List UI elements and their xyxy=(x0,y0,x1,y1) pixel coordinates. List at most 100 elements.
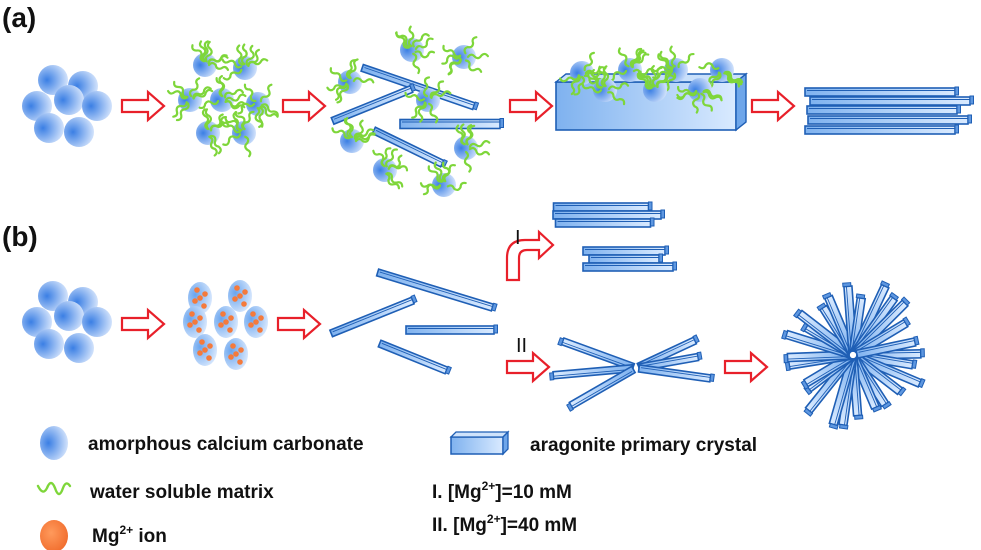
matrix-strand xyxy=(331,127,351,140)
crystal-body xyxy=(554,218,652,228)
matrix-strand xyxy=(236,44,245,66)
matrix-strand xyxy=(326,82,348,92)
matrix-strand xyxy=(207,54,229,65)
crystal-edge xyxy=(381,342,447,370)
matrix-strand xyxy=(631,49,645,69)
mg-ion-dot xyxy=(202,347,208,353)
mg-ion-dot xyxy=(196,327,202,333)
block-side xyxy=(735,72,747,132)
matrix-strand xyxy=(172,101,188,118)
matrix-strand xyxy=(353,119,364,140)
crystal-body xyxy=(588,254,660,264)
acc-particle xyxy=(38,65,68,95)
radiating-crystal xyxy=(566,365,637,412)
crystal-edge xyxy=(834,361,854,425)
stacked-crystal xyxy=(807,114,972,125)
matrix-strand xyxy=(659,50,675,69)
mg-ion-dot xyxy=(258,315,264,321)
matrix-strand xyxy=(387,164,409,172)
matrix-strand xyxy=(334,82,348,101)
matrix-strand xyxy=(329,67,348,83)
crystal-end-face xyxy=(800,379,810,390)
acc-particle xyxy=(38,281,68,311)
acc-core xyxy=(454,136,478,160)
legend-crystal-icon xyxy=(449,430,510,456)
mg-doped-particle xyxy=(193,334,217,366)
matrix-strand xyxy=(723,71,744,84)
crystal-end-face xyxy=(821,291,832,300)
mg-ion-dot xyxy=(223,319,229,325)
crystal-end-face xyxy=(842,282,852,288)
mg-ion-dot xyxy=(234,285,240,291)
matrix-strand xyxy=(573,75,586,96)
matrix-strand xyxy=(656,74,675,89)
matrix-coated-particle xyxy=(326,58,375,104)
crystal-front xyxy=(450,436,504,455)
crystal-end-face xyxy=(828,422,839,430)
matrix-strand xyxy=(414,50,436,59)
matrix-strand xyxy=(243,83,257,103)
mg-ion-dot xyxy=(242,289,248,295)
aragonite-crystal xyxy=(375,268,498,312)
matrix-coated-particle xyxy=(237,83,279,128)
matrix-strand xyxy=(468,146,491,156)
matrix-strand xyxy=(192,86,212,99)
stacked-crystal xyxy=(552,201,653,212)
matrix-coated-particle xyxy=(559,51,607,96)
crystal-edge xyxy=(857,321,906,352)
matrix-strand xyxy=(244,135,252,158)
crystal-end-face xyxy=(913,335,920,346)
acc-core xyxy=(193,53,217,77)
legend-crystal-label: aragonite primary crystal xyxy=(530,435,757,456)
matrix-strand xyxy=(260,103,279,118)
crystal-edge xyxy=(571,370,633,407)
crystal-end-face xyxy=(410,294,418,304)
crystal-body xyxy=(552,210,662,220)
crystal-edge xyxy=(845,286,852,350)
crystal-edge xyxy=(855,301,905,351)
matrix-strand xyxy=(657,53,674,70)
matrix-strand xyxy=(429,80,445,99)
matrix-coated-particle xyxy=(454,123,491,173)
legend-condition-II: II. [Mg2+]=40 mM xyxy=(432,512,577,536)
mg-ion-dot xyxy=(238,347,244,353)
aragonite-crystal xyxy=(399,118,504,130)
matrix-strand xyxy=(175,102,190,122)
matrix-strand xyxy=(597,65,606,88)
matrix-strand xyxy=(245,44,255,66)
matrix-strand xyxy=(590,68,604,89)
acc-particle xyxy=(34,113,64,143)
matrix-strand xyxy=(464,59,483,73)
stacked-crystal xyxy=(588,253,663,264)
matrix-strand xyxy=(723,72,742,86)
matrix-strand xyxy=(404,91,426,102)
path-I-label: I xyxy=(515,227,521,249)
arrow-right xyxy=(281,89,327,123)
acc-particle xyxy=(22,91,52,121)
mg-ion-dot xyxy=(192,298,198,304)
aragonite-crystal xyxy=(377,339,452,375)
acc-particle xyxy=(54,85,84,115)
acc-particle xyxy=(64,333,94,363)
mg-ion-dot xyxy=(228,354,234,360)
matrix-strand xyxy=(466,52,490,60)
crystal-end-face xyxy=(917,378,926,389)
crystal-edge xyxy=(641,367,711,378)
arrow-right-burst xyxy=(723,350,769,384)
stacked-crystal xyxy=(809,95,974,106)
matrix-strand xyxy=(637,71,654,89)
matrix-strand xyxy=(427,102,439,124)
legend-condition-I: I. [Mg2+]=10 mM xyxy=(432,479,572,503)
mg-ion-dot xyxy=(189,311,195,317)
matrix-strand xyxy=(222,133,242,146)
matrix-strand xyxy=(201,108,210,131)
mg-ion-dot xyxy=(199,339,205,345)
matrix-coated-particle xyxy=(372,147,409,190)
acc-core xyxy=(210,88,234,112)
matrix-strand xyxy=(343,117,354,139)
crystal-end-face xyxy=(444,365,452,375)
mg-ion-dot xyxy=(220,311,226,317)
matrix-strand xyxy=(669,45,677,68)
crystal-end-face xyxy=(900,296,911,306)
